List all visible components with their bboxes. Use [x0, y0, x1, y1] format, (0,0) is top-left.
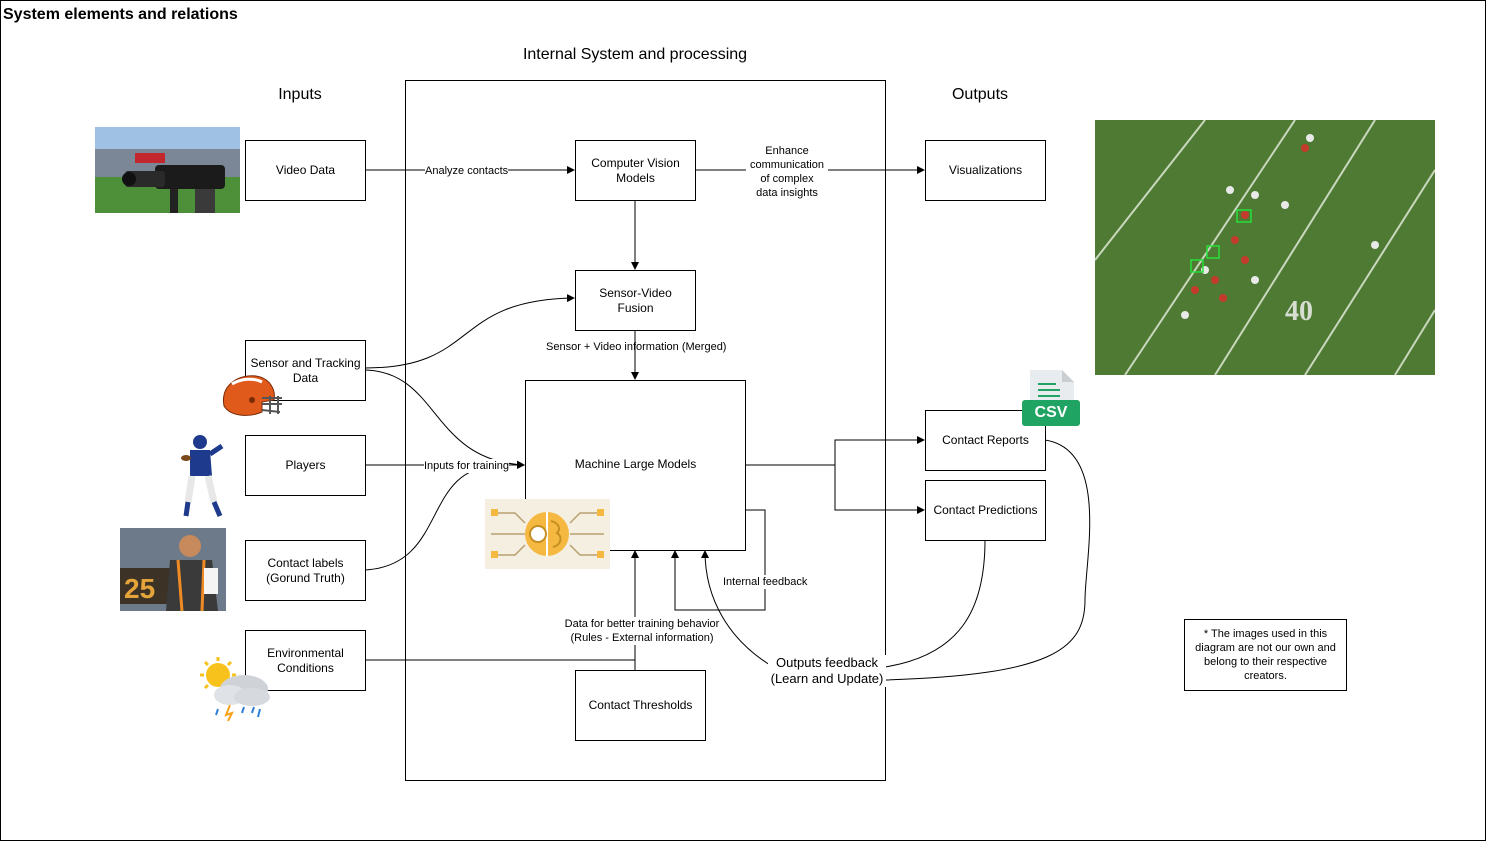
diagram-title: System elements and relations: [3, 6, 238, 23]
football-helmet-image: [218, 372, 284, 422]
tracking-field-image: 40: [1095, 120, 1435, 375]
csv-label: CSV: [1034, 404, 1068, 421]
coach-image: 25: [120, 528, 226, 611]
players-box: Players: [245, 435, 366, 496]
label-analyze-contacts: Analyze contacts: [425, 164, 509, 178]
header-inputs: Inputs: [278, 86, 322, 103]
edge-labels-to-mlm: [364, 465, 501, 571]
label-outputs-feedback: Outputs feedback (Learn and Update): [768, 655, 886, 687]
edge-reports-feedback: [884, 439, 1091, 681]
computer-vision-box: Computer Vision Models: [575, 140, 696, 201]
visualizations-box: Visualizations: [925, 140, 1046, 201]
label-better-training: Data for better training behavior (Rules…: [562, 617, 722, 645]
edge-mlm-to-reports: [745, 436, 925, 466]
sensor-video-fusion-box: Sensor-Video Fusion: [575, 270, 696, 331]
internal-system-container: [405, 80, 886, 781]
video-data-box: Video Data: [245, 140, 366, 201]
svg-text:25: 25: [124, 573, 155, 604]
header-internal: Internal System and processing: [522, 46, 748, 63]
ai-brain-image: [485, 499, 610, 569]
csv-file-icon: CSV: [1020, 368, 1082, 430]
svg-text:40: 40: [1285, 296, 1313, 327]
weather-icon: [196, 655, 274, 723]
edge-internal-feedback: [671, 509, 766, 611]
player-image: [180, 432, 228, 518]
environmental-box: Environmental Conditions: [245, 630, 366, 691]
label-enhance: Enhance communication of complex data in…: [746, 144, 828, 200]
edge-sensor-to-fusion: [364, 294, 575, 369]
stadium-camera-image: [95, 127, 240, 213]
header-outputs: Outputs: [951, 86, 1009, 103]
contact-labels-box: Contact labels (Gorund Truth): [245, 540, 366, 601]
contact-thresholds-box: Contact Thresholds: [575, 670, 706, 741]
label-internal-feedback: Internal feedback: [723, 575, 808, 589]
edge-outputs-feedback: [701, 550, 771, 666]
label-inputs-training: Inputs for training: [424, 459, 509, 473]
disclaimer-note: * The images used in this diagram are no…: [1184, 619, 1347, 691]
edge-sensor-to-mlm: [364, 369, 525, 469]
label-merged: Sensor + Video information (Merged): [546, 341, 727, 353]
contact-predictions-box: Contact Predictions: [925, 480, 1046, 541]
edge-predictions-feedback: [884, 539, 986, 668]
edge-mlm-to-predictions: [834, 465, 925, 514]
